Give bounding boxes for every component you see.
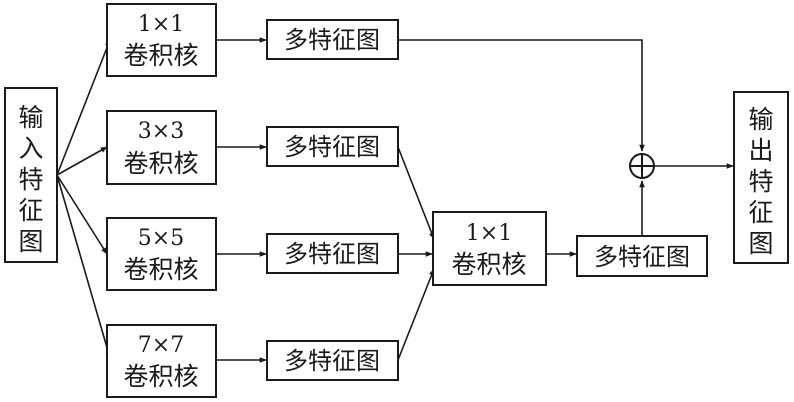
output-char-1: 出	[748, 136, 773, 165]
feature-map-label: 多特征图	[284, 26, 380, 54]
arrow-input-to-kernel-3	[56, 146, 108, 176]
output-char-3: 征	[748, 198, 773, 227]
feature-map-box-4: 多特征图	[266, 340, 399, 381]
sum-node	[629, 153, 655, 179]
fused-feature-map-box: 多特征图	[576, 235, 708, 277]
kernel-size-label: 7×7	[138, 333, 184, 358]
kernel-3x3-box: 3×3 卷积核	[106, 110, 217, 185]
fuse-kernel-size-label: 1×1	[466, 221, 512, 246]
fused-feature-map-label: 多特征图	[594, 243, 690, 271]
arrow-input-to-kernel-1	[56, 39, 111, 176]
kernel-size-label: 1×1	[138, 12, 184, 37]
arrow-map-4-to-fuse-kernel	[397, 268, 435, 361]
kernel-size-label: 5×5	[138, 226, 184, 251]
kernel-label: 卷积核	[123, 362, 198, 391]
kernel-label: 卷积核	[123, 255, 198, 284]
kernel-label: 卷积核	[123, 149, 198, 178]
kernel-7x7-box: 7×7 卷积核	[106, 324, 217, 398]
input-char-4: 图	[18, 227, 43, 256]
input-char-2: 特	[18, 165, 43, 194]
output-feature-map-box: 输 出 特 征 图	[733, 91, 789, 264]
feature-map-box-3: 多特征图	[266, 233, 399, 274]
arrow-input-to-kernel-7	[56, 174, 111, 359]
input-char-3: 征	[18, 196, 43, 225]
output-char-4: 图	[748, 229, 773, 258]
feature-map-box-2: 多特征图	[266, 126, 399, 167]
kernel-5x5-box: 5×5 卷积核	[106, 217, 217, 291]
input-char-0: 输	[18, 103, 43, 132]
output-char-2: 特	[748, 167, 773, 196]
feature-map-label: 多特征图	[284, 133, 380, 161]
feature-map-label: 多特征图	[284, 240, 380, 268]
arrow-map-1-to-sum	[398, 39, 645, 152]
arrow-input-to-kernel-5	[56, 174, 108, 255]
arrow-map-2-to-fuse-kernel	[397, 146, 435, 240]
kernel-size-label: 3×3	[138, 119, 184, 144]
kernel-label: 卷积核	[123, 41, 198, 70]
fuse-kernel-1x1-box: 1×1 卷积核	[432, 211, 547, 286]
feature-map-box-1: 多特征图	[266, 19, 399, 60]
output-char-0: 输	[748, 105, 773, 134]
kernel-1x1-box: 1×1 卷积核	[106, 3, 217, 77]
fuse-kernel-label: 卷积核	[451, 250, 526, 279]
input-char-1: 入	[18, 134, 43, 163]
input-feature-map-box: 输 入 特 征 图	[4, 87, 58, 263]
feature-map-label: 多特征图	[284, 347, 380, 375]
